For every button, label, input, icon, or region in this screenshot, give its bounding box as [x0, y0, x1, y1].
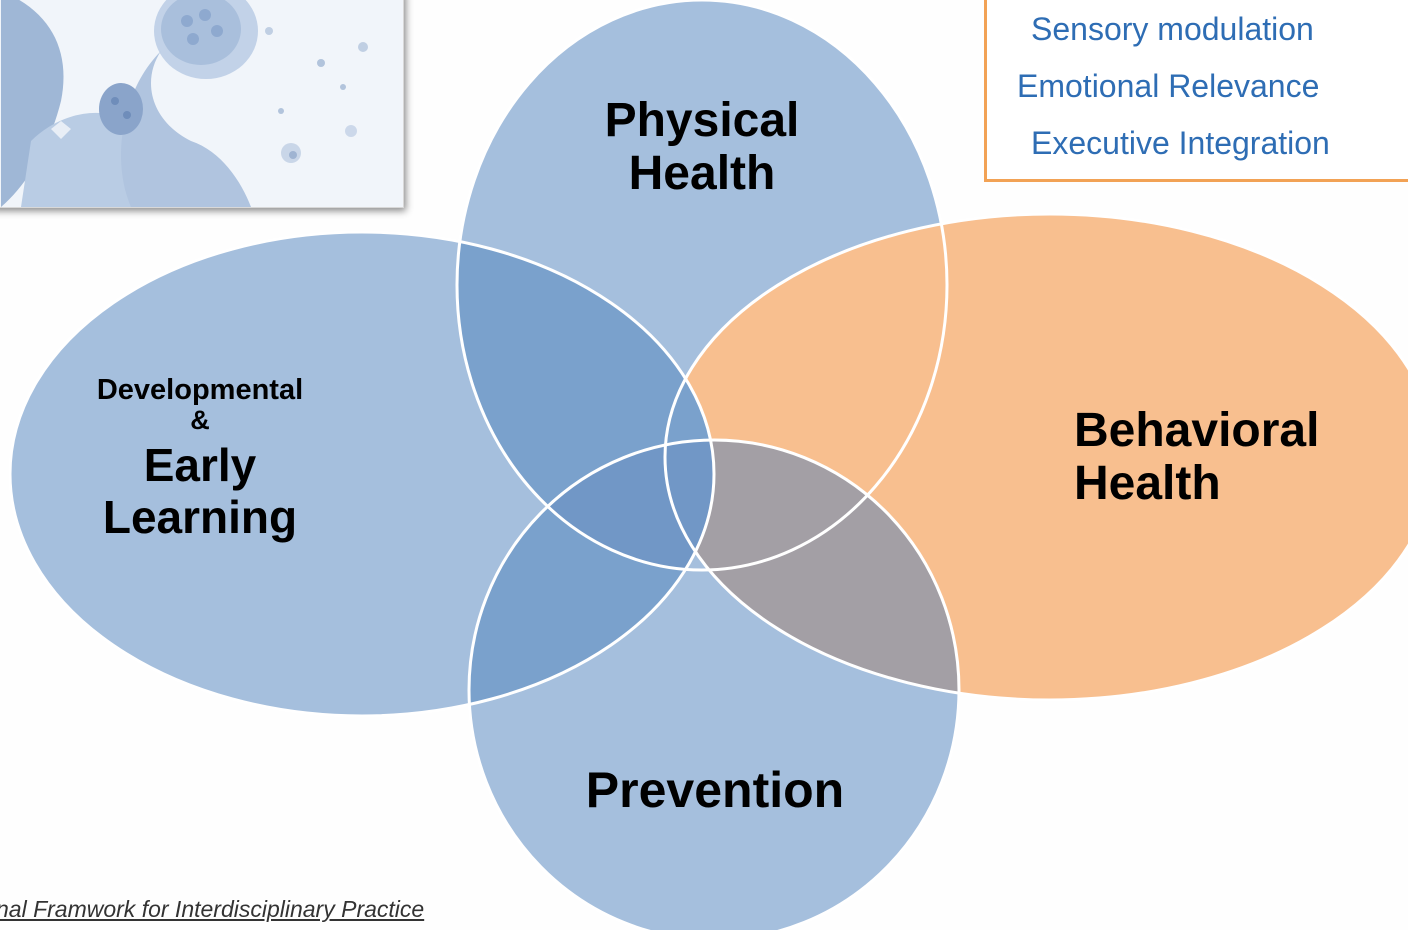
note-line-executive: Executive Integration: [1031, 125, 1330, 161]
circle-outlines: [8, 0, 1408, 930]
overlap-developmental-prevention: [469, 440, 714, 716]
label-prevention: Prevention: [565, 762, 865, 818]
label-behavioral-health: Behavioral Health: [1074, 404, 1374, 510]
label-prevention-line-1: Prevention: [585, 762, 845, 818]
label-developmental-small-2: &: [190, 405, 210, 435]
note-line-emotional: Emotional Relevance: [1017, 68, 1320, 104]
note-line-sensory: Sensory modulation: [1031, 11, 1314, 47]
note-box: Sensory modulation Emotional Relevance E…: [984, 0, 1408, 182]
source-caption: nal Framwork for Interdisciplinary Pract…: [0, 896, 425, 922]
label-developmental-small-1: Developmental: [96, 374, 304, 406]
label-physical-health: Physical Health: [572, 94, 832, 200]
mother-child-illustration: [0, 0, 404, 208]
label-developmental-early-learning: Developmental & Early Learning: [40, 374, 360, 543]
overlap-physical-developmental: [457, 232, 714, 570]
label-behavioral-line-1: Behavioral: [1074, 404, 1320, 457]
label-physical-line-2: Health: [628, 147, 776, 200]
label-behavioral-line-2: Health: [1074, 457, 1221, 510]
label-physical-line-1: Physical: [604, 94, 800, 147]
label-early: Early: [143, 439, 257, 491]
label-learning: Learning: [102, 491, 298, 543]
